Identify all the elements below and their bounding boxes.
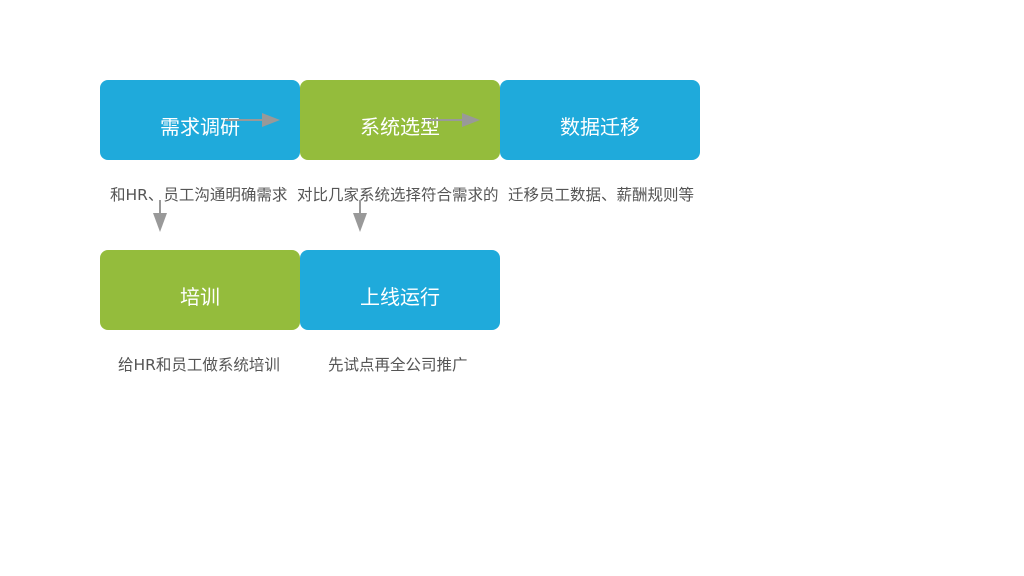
step-box-requirements-research: 需求调研	[100, 80, 300, 160]
step-label: 系统选型	[360, 114, 440, 139]
step-box-training: 培训	[100, 250, 300, 330]
step-label: 上线运行	[360, 284, 440, 309]
step-description-go-live: 先试点再全公司推广	[328, 356, 468, 374]
step-description-system-selection: 对比几家系统选择符合需求的	[297, 186, 499, 204]
step-box-data-migration: 数据迁移	[500, 80, 700, 160]
step-description-data-migration: 迁移员工数据、薪酬规则等	[508, 186, 695, 204]
step-label: 培训	[180, 284, 220, 309]
step-box-go-live: 上线运行	[300, 250, 500, 330]
step-description-requirements-research: 和HR、员工沟通明确需求	[110, 186, 288, 204]
step-label: 数据迁移	[560, 114, 640, 139]
step-description-training: 给HR和员工做系统培训	[118, 356, 280, 374]
step-label: 需求调研	[160, 114, 240, 139]
step-box-system-selection: 系统选型	[300, 80, 500, 160]
